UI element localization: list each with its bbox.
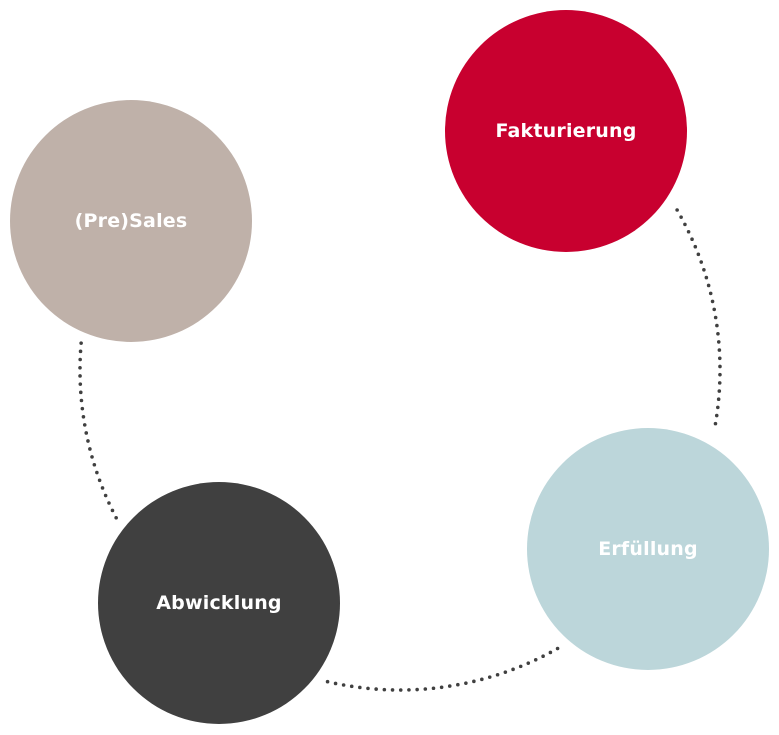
node-label: Erfüllung <box>598 538 698 560</box>
arc-erfuellung-abwicklung <box>323 646 560 692</box>
node-erfuellung: Erfüllung <box>527 428 769 670</box>
node-label: Fakturierung <box>495 120 637 142</box>
node-abwicklung: Abwicklung <box>98 482 340 724</box>
node-label: Abwicklung <box>156 592 282 614</box>
arc-abwicklung-presales <box>78 340 118 520</box>
node-label: (Pre)Sales <box>74 210 188 232</box>
node-fakturierung: Fakturierung <box>445 10 687 252</box>
node-presales: (Pre)Sales <box>10 100 252 342</box>
arc-fakturierung-erfuellung <box>675 208 722 431</box>
